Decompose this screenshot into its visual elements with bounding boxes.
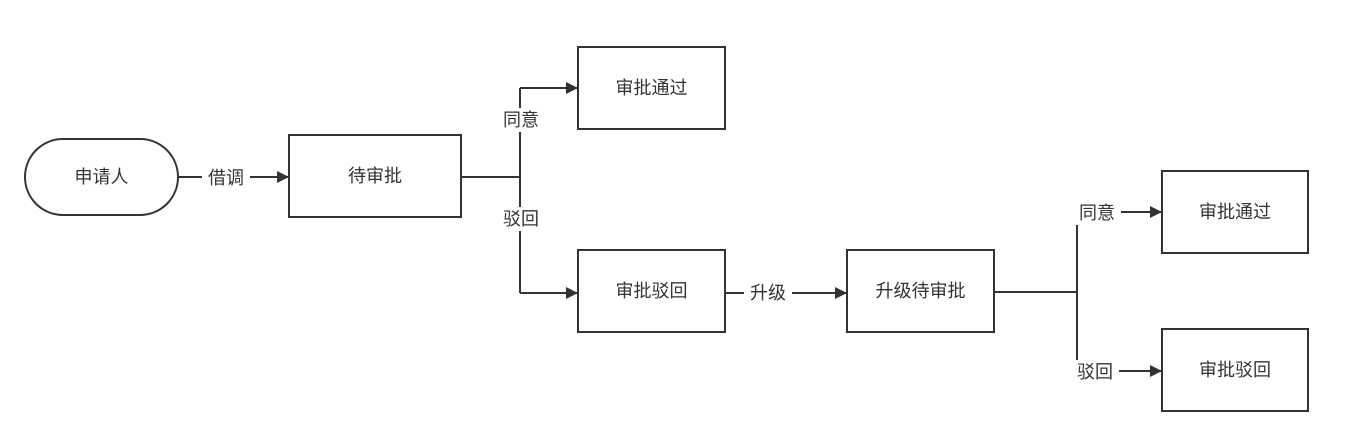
edge-labels: 借调 同意 驳回 升级 同意 驳回 [202, 108, 1121, 384]
edge-label-agree-top: 同意 [503, 110, 539, 131]
edge-label-borrow: 借调 [208, 168, 244, 189]
edge-label-upgrade: 升级 [750, 283, 786, 304]
node-rejected-mid-label: 审批驳回 [616, 281, 688, 302]
node-pending-label: 待审批 [348, 166, 402, 187]
node-rejected-mid [577, 249, 726, 333]
edge-label-reject-top: 驳回 [503, 209, 539, 230]
node-approved-top-label: 审批通过 [616, 78, 688, 99]
nodes: 申请人 待审批 审批通过 审批驳回 升级待审批 审批通过 审批驳回 [24, 46, 1309, 412]
node-approved-top [577, 46, 726, 130]
node-approved-right [1161, 170, 1309, 254]
edge-label-agree-right: 同意 [1079, 203, 1115, 224]
node-applicant-label: 申请人 [75, 167, 129, 188]
node-escalated-pending-label: 升级待审批 [876, 281, 966, 302]
node-approved-right-label: 审批通过 [1199, 202, 1271, 223]
node-applicant [24, 138, 179, 216]
edge-label-reject-right: 驳回 [1077, 362, 1113, 383]
node-rejected-right [1161, 328, 1309, 412]
node-rejected-right-label: 审批驳回 [1199, 360, 1271, 381]
node-escalated-pending [846, 249, 995, 333]
node-pending [288, 134, 462, 218]
